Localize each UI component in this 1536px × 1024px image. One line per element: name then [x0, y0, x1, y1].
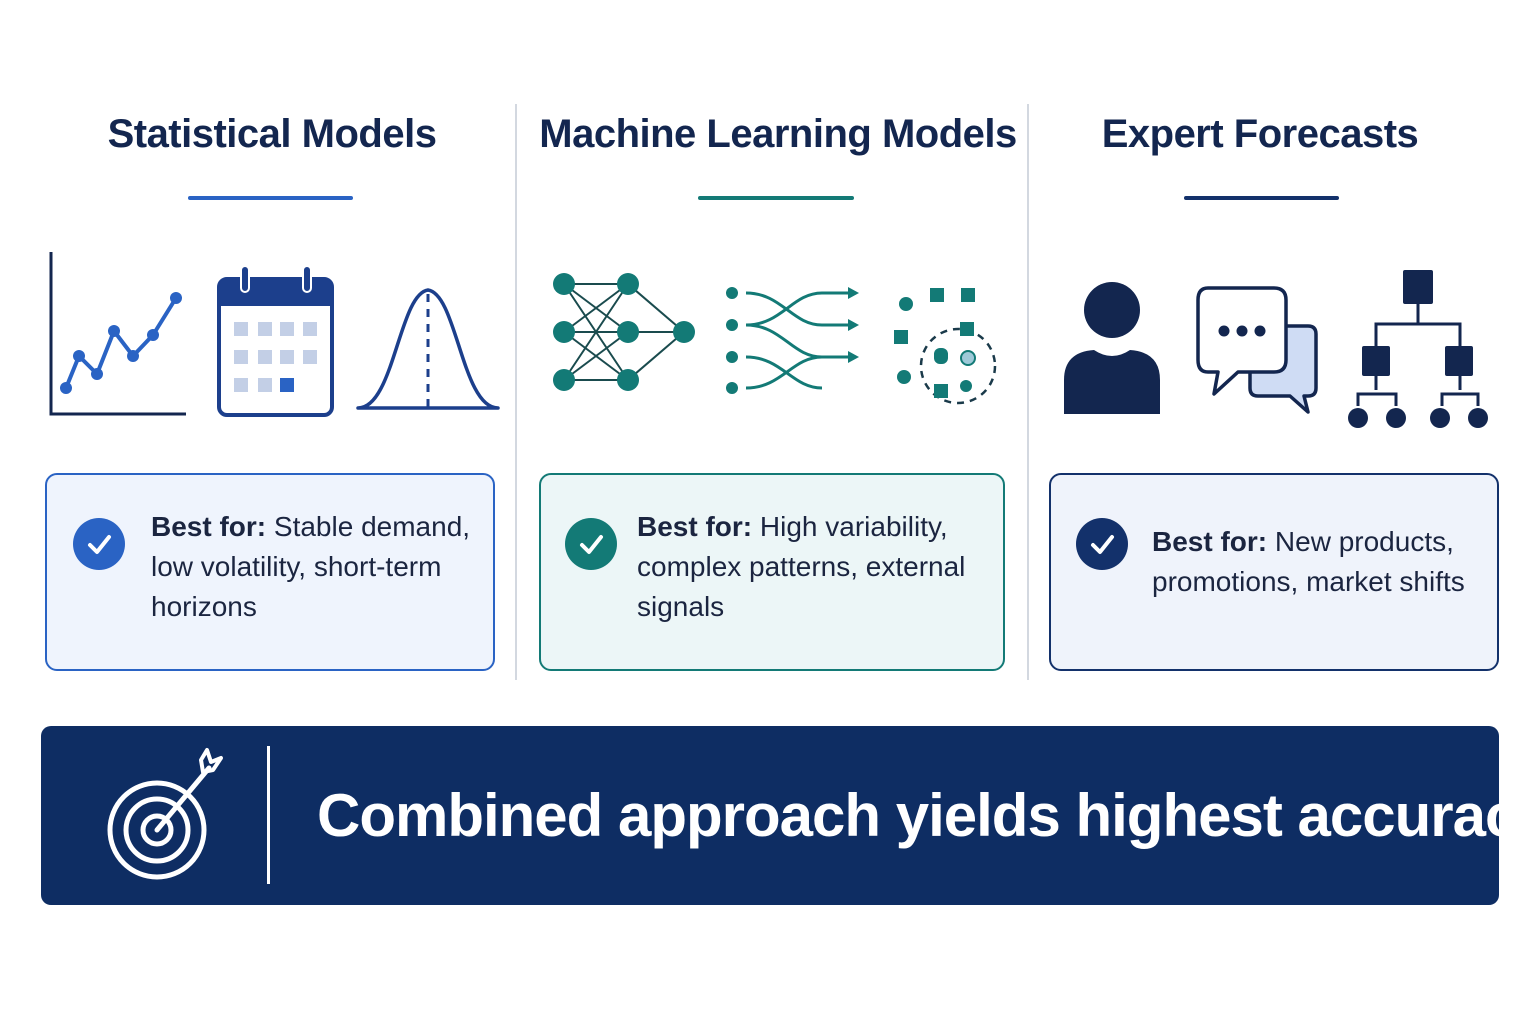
target-arrow-icon [107, 748, 223, 880]
hierarchy-icon [1348, 270, 1488, 428]
check-circle-icon [565, 518, 617, 570]
branching-arrows-icon [726, 287, 859, 394]
calendar-icon [217, 265, 334, 417]
ml-best-for-text: Best for: High variability, complex patt… [637, 507, 967, 627]
chat-bubbles-icon [1196, 286, 1318, 414]
best-for-label: Best for: [1152, 526, 1268, 557]
best-for-label: Best for: [151, 511, 267, 542]
check-circle-icon [1076, 518, 1128, 570]
neural-network-icon [553, 273, 695, 391]
banner-divider [267, 746, 270, 884]
statistical-best-for-text: Best for: Stable demand, low volatility,… [151, 507, 471, 627]
expert-best-for-card: Best for: New products, promotions, mark… [1049, 473, 1499, 671]
statistical-best-for-card: Best for: Stable demand, low volatility,… [45, 473, 495, 671]
column-divider-2 [1027, 104, 1029, 680]
line-chart-icon [49, 252, 186, 416]
person-icon [1064, 282, 1160, 414]
data-cluster-icon [894, 288, 997, 405]
expert-best-for-text: Best for: New products, promotions, mark… [1152, 522, 1472, 602]
column-divider-1 [515, 104, 517, 680]
statistical-models-title: Statistical Models [107, 112, 437, 156]
best-for-value: New products, promotions, market shifts [1152, 526, 1465, 597]
summary-banner: Combined approach yields highest accurac… [41, 726, 1536, 905]
statistical-underline [188, 196, 353, 200]
best-for-value: High variability, complex patterns, exte… [637, 511, 966, 622]
bell-curve-icon [356, 288, 500, 410]
expert-underline [1184, 196, 1339, 200]
check-circle-icon [73, 518, 125, 570]
ml-best-for-card: Best for: High variability, complex patt… [539, 473, 1005, 671]
best-for-label: Best for: [637, 511, 753, 542]
banner-message: Combined approach yields highest accurac… [317, 782, 1536, 849]
machine-learning-models-title: Machine Learning Models [539, 112, 1017, 156]
expert-forecasts-title: Expert Forecasts [1101, 112, 1419, 156]
best-for-value: Stable demand, low volatility, short-ter… [151, 511, 471, 622]
ml-underline [698, 196, 854, 200]
